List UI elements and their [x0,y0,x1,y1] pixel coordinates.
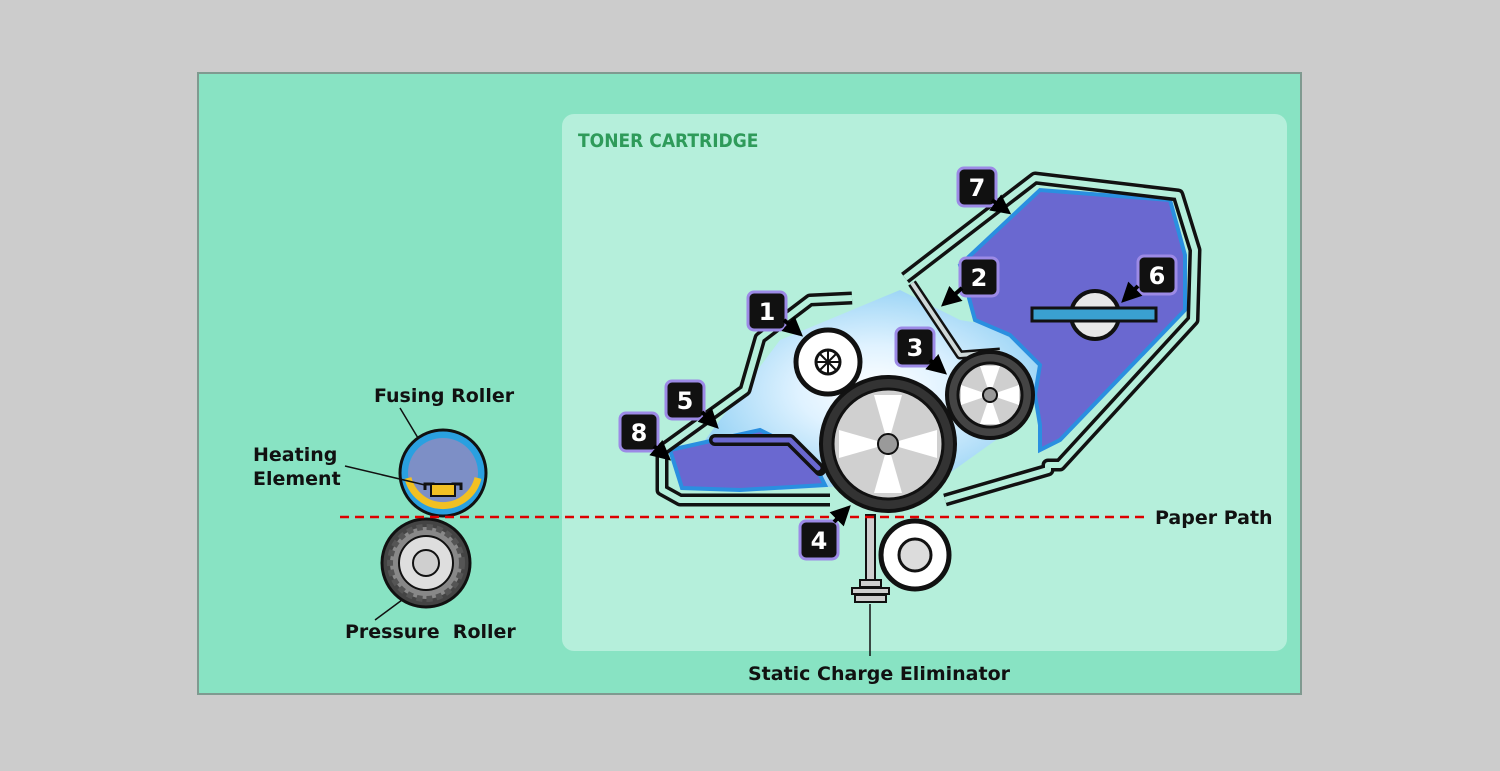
heating-element-leader [344,465,426,486]
heating-element [404,477,482,510]
paper-path-label: Paper Path [1155,507,1273,529]
callout-6-number: 6 [1149,262,1166,290]
photosensitive-drum-vanes [839,395,937,493]
callout-6: 6 [1121,254,1178,303]
wiper-blade-inner [712,437,821,471]
static-charge-eliminator-label: Static Charge Eliminator [748,663,1011,685]
callout-8: 8 [618,411,672,461]
callout-4: 4 [798,505,851,561]
callout-3: 3 [894,326,948,375]
developer-roller-vanes [961,366,1019,424]
hopper-shell-inner [903,175,1198,503]
callout-7: 7 [956,166,1012,215]
callout-4-number: 4 [811,527,828,555]
pressure-roller-label: Pressure Roller [345,621,516,643]
transfer-roller-hub [897,537,933,573]
primary-charge-roller-spokes [816,350,840,374]
static-charge-eliminator [851,514,890,603]
pressure-roller-leader [374,599,403,621]
pressure-roller-hub [412,549,440,577]
fusing-roller-label: Fusing Roller [374,385,515,407]
photosensitive-drum-hub [877,433,899,455]
callout-5-number: 5 [677,387,694,415]
toner-agitator [1030,306,1158,323]
toner-cartridge-title: TONER CARTRIDGE [578,130,758,152]
heating-element-label-line2: Element [253,468,341,490]
heating-element-label-line1: Heating [253,444,337,466]
callout-2: 2 [941,256,1000,307]
callout-8-number: 8 [631,419,648,447]
callout-2-number: 2 [971,264,988,292]
callout-5: 5 [664,379,719,429]
callout-1: 1 [746,290,804,337]
fusing-roller-leader [399,407,419,439]
heating-element-core [430,483,456,497]
callout-3-number: 3 [907,334,924,362]
callout-7-number: 7 [969,174,986,202]
callout-1-number: 1 [759,298,776,326]
fusing-roller-core [408,438,478,508]
developer-roller-hub [982,387,998,403]
